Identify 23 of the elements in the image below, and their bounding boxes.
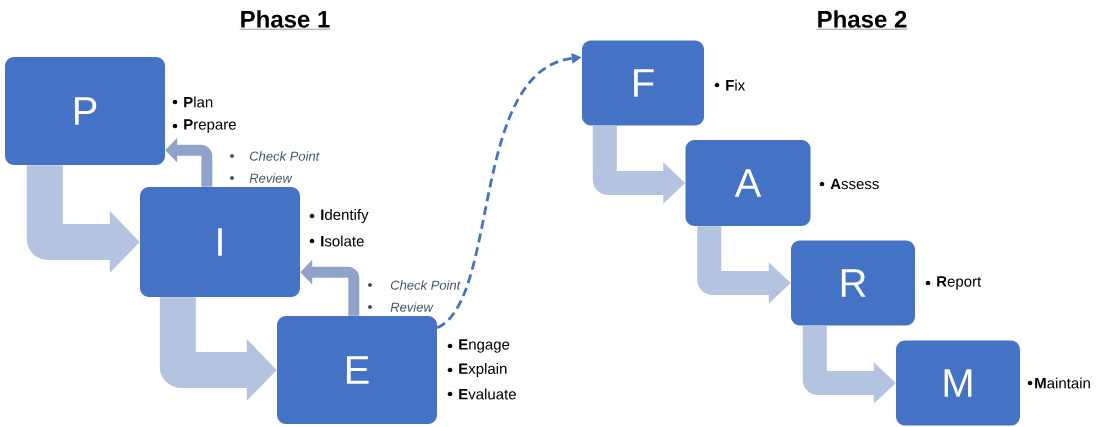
bullet-item: Assess [819, 178, 879, 190]
bullet-item: Prepare [172, 119, 236, 133]
bullet-item: Identify [309, 209, 369, 223]
letter-box: A [685, 140, 811, 226]
bullet-item: Check Point [230, 151, 320, 161]
bullet-item: Report [925, 276, 982, 290]
bullet-item: Plan [172, 96, 213, 108]
bullet-item: Explain [447, 363, 507, 377]
phase-heading: Phase 2 [816, 10, 908, 30]
letter-box: I [140, 187, 300, 297]
letter-box: F [582, 40, 704, 126]
bullet-item: Engage [447, 339, 510, 353]
letter-box: R [791, 240, 915, 326]
bullet-item: Fix [714, 79, 746, 91]
bullet-item: Evaluate [447, 388, 516, 400]
letter-box: E [277, 316, 437, 424]
bullet-item: Maintain [1027, 377, 1090, 389]
letter-box: M [896, 340, 1020, 426]
bullet-item: Review [230, 173, 293, 183]
bullet-item: Check Point [368, 280, 461, 290]
letter-box: P [5, 57, 165, 165]
bullet-item: Review [368, 302, 434, 312]
bullet-item: Isolate [309, 235, 364, 247]
